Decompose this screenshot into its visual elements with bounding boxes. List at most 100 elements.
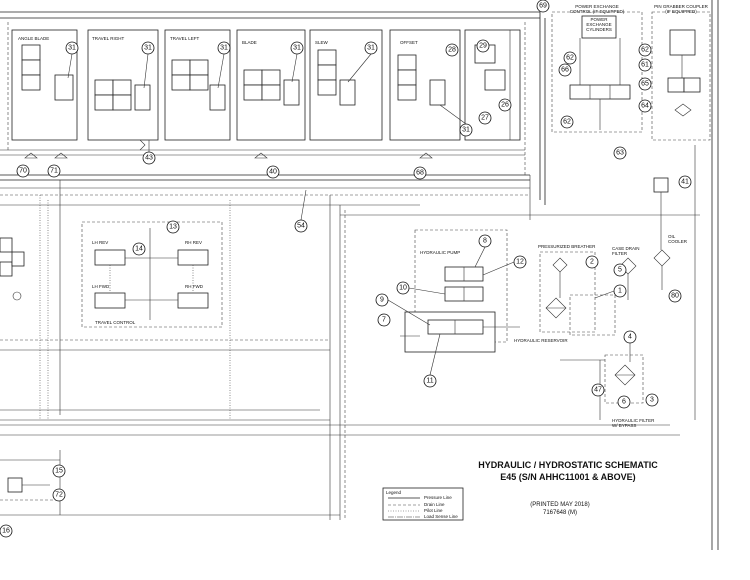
svg-text:31: 31 — [68, 45, 76, 52]
svg-text:6: 6 — [622, 399, 626, 406]
legend-pilot-line: Pilot Line — [424, 508, 443, 513]
svg-text:40: 40 — [269, 169, 277, 176]
callout-62: 62 — [638, 43, 652, 57]
svg-text:62: 62 — [641, 47, 649, 54]
callout-6: 6 — [617, 395, 631, 409]
callout-2: 2 — [585, 255, 599, 269]
svg-text:62: 62 — [566, 55, 574, 62]
pin-grabber-group: PIN GRABBER COUPLER(IF EQUIPPED) — [651, 4, 711, 141]
label-pressurized-breather: PRESSURIZED BREATHER — [538, 244, 596, 249]
svg-text:31: 31 — [462, 127, 470, 134]
svg-text:71: 71 — [50, 168, 58, 175]
callout-64: 64 — [638, 99, 652, 113]
left-edge-components — [0, 237, 50, 493]
callout-66: 66 — [558, 63, 572, 77]
callout-14: 14 — [132, 242, 146, 256]
svg-text:64: 64 — [641, 103, 649, 110]
svg-text:69: 69 — [539, 3, 547, 10]
label-travel-left: TRAVEL LEFT — [170, 36, 200, 41]
callout-69: 69 — [536, 0, 550, 13]
title-line-1: HYDRAULIC / HYDROSTATIC SCHEMATIC — [478, 460, 658, 470]
svg-text:27: 27 — [481, 115, 489, 122]
svg-text:7: 7 — [382, 317, 386, 324]
callout-31: 31 — [459, 123, 473, 137]
svg-text:43: 43 — [145, 155, 153, 162]
legend-load-sense-line: Load Sense Line — [424, 514, 458, 519]
callout-31: 31 — [290, 41, 304, 55]
title-block: HYDRAULIC / HYDROSTATIC SCHEMATIC E45 (S… — [478, 460, 658, 516]
label-travel-right: TRAVEL RIGHT — [92, 36, 125, 41]
svg-text:31: 31 — [293, 45, 301, 52]
svg-text:47: 47 — [594, 387, 602, 394]
callout-29: 29 — [476, 39, 490, 53]
travel-control-group: LH REV RH REV LH FWD RH FWD TRAVEL CONTR… — [81, 221, 223, 328]
svg-text:31: 31 — [220, 45, 228, 52]
svg-text:61: 61 — [641, 62, 649, 69]
callout-47: 47 — [591, 383, 605, 397]
svg-text:4: 4 — [628, 334, 632, 341]
callout-65: 65 — [638, 77, 652, 91]
svg-text:11: 11 — [426, 378, 433, 385]
svg-text:8: 8 — [483, 238, 487, 245]
callout-80: 80 — [668, 289, 682, 303]
callouts: 31 31 31 31 31 31 28 29 27 26 69 43 70 7… — [0, 0, 692, 538]
printed-date: (PRINTED MAY 2018) — [530, 502, 589, 508]
label-rh-rev: RH REV — [185, 240, 202, 245]
callout-62: 62 — [560, 115, 574, 129]
callout-31: 31 — [364, 41, 378, 55]
callout-31: 31 — [141, 41, 155, 55]
callout-40: 40 — [266, 165, 280, 179]
pump-reservoir-group: HYDRAULIC PUMP HYDRAULIC RESERVOIR — [400, 229, 568, 353]
callout-15: 15 — [52, 464, 66, 478]
svg-text:31: 31 — [144, 45, 152, 52]
svg-text:68: 68 — [416, 170, 424, 177]
legend: Legend Pressure Line Drain Line Pilot Li… — [382, 487, 464, 521]
label-offset: OFFSET — [400, 40, 418, 45]
label-rh-fwd: RH FWD — [185, 284, 204, 289]
svg-text:62: 62 — [563, 119, 571, 126]
callout-9: 9 — [375, 293, 389, 307]
label-lh-rev: LH REV — [92, 240, 108, 245]
callout-61: 61 — [638, 58, 652, 72]
callout-5: 5 — [613, 263, 627, 277]
svg-text:80: 80 — [671, 293, 679, 300]
callout-13: 13 — [166, 220, 180, 234]
svg-text:65: 65 — [641, 81, 649, 88]
svg-text:54: 54 — [297, 223, 305, 230]
frame-lines — [0, 0, 719, 550]
label-pin-grabber: PIN GRABBER COUPLER(IF EQUIPPED) — [654, 4, 709, 14]
legend-heading: Legend — [386, 490, 402, 495]
callout-8: 8 — [478, 234, 492, 248]
svg-text:16: 16 — [2, 528, 10, 535]
svg-text:14: 14 — [135, 246, 143, 253]
callout-11: 11 — [423, 374, 437, 388]
svg-text:10: 10 — [399, 285, 407, 292]
label-blade: BLADE — [242, 40, 257, 45]
valve-bank — [0, 22, 526, 175]
svg-text:1: 1 — [618, 288, 622, 295]
callout-7: 7 — [377, 313, 391, 327]
callout-43: 43 — [142, 151, 156, 165]
leader-lines — [67, 53, 631, 376]
svg-text:31: 31 — [367, 45, 375, 52]
callout-27: 27 — [478, 111, 492, 125]
svg-text:70: 70 — [19, 168, 27, 175]
legend-pressure-line: Pressure Line — [424, 495, 452, 500]
callout-31: 31 — [65, 41, 79, 55]
callout-16: 16 — [0, 524, 13, 538]
part-number: 7167648 (M) — [543, 510, 577, 516]
callout-71: 71 — [47, 164, 61, 178]
callout-41: 41 — [678, 175, 692, 189]
callout-4: 4 — [623, 330, 637, 344]
callout-1: 1 — [613, 284, 627, 298]
label-lh-fwd: LH FWD — [92, 284, 110, 289]
svg-text:5: 5 — [618, 267, 622, 274]
